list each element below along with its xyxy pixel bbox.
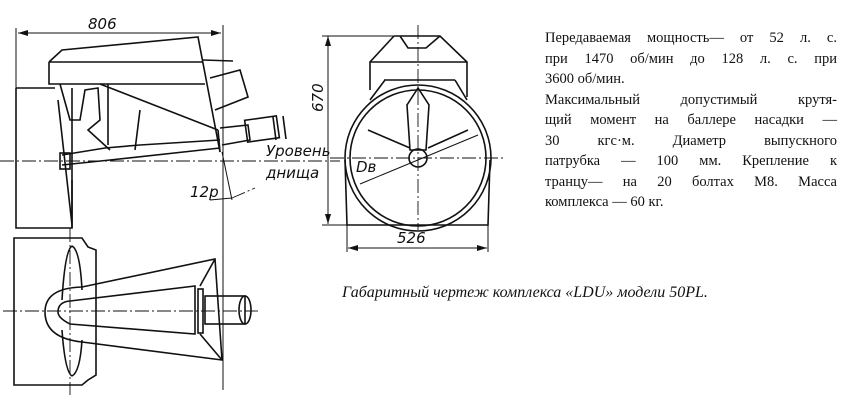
spec-line: Максимальный допустимый крутя- — [545, 91, 837, 108]
spec-line: комплекса — 60 кг. — [545, 194, 664, 210]
side-view: 806 Уровень днища 12р 670 — [0, 15, 395, 390]
top-view — [3, 228, 258, 395]
specification-text: Передаваемая мощность— от 52 л. с. при 1… — [545, 28, 837, 213]
housing-front — [369, 35, 468, 97]
motor-housing — [48, 36, 221, 153]
figure-caption: Габаритный чертеж комплекса «LDU» модели… — [342, 284, 708, 301]
spec-line: 3600 об/мин. — [545, 71, 625, 87]
spec-line: при 1470 об/мин до 128 л. с. при — [545, 50, 837, 67]
exhaust-box — [209, 69, 249, 111]
drive-shaft — [61, 139, 221, 166]
bottom-level-label: Уровень — [266, 142, 331, 160]
nozzle-diameter-label: Dв — [356, 158, 377, 176]
angle-label: 12р — [190, 183, 219, 201]
spec-line: щий момент на баллере насадки — — [545, 112, 837, 128]
transom-plate-top — [13, 237, 97, 386]
transom-plate — [15, 87, 73, 229]
spec-line: транцу— на 20 болтах М8. Масса — [545, 173, 837, 190]
nozzle-cone — [44, 258, 223, 361]
rudder-blades — [61, 245, 83, 377]
dimension-806: 806 — [88, 15, 117, 33]
frame-strut — [99, 83, 221, 153]
dimension-670: 670 — [309, 83, 327, 112]
front-view: Dв 526 — [330, 25, 505, 252]
spec-line: 30 кгс·м. Диаметр выпускного — [545, 132, 837, 149]
bottom-level-label-2: днища — [265, 164, 319, 182]
base-frame — [344, 159, 491, 226]
dimension-526: 526 — [397, 229, 426, 247]
spec-line: патрубка — 100 мм. Крепление к — [545, 153, 837, 169]
spec-line: Передаваемая мощность— от 52 л. с. — [545, 30, 837, 46]
rudder-front — [406, 86, 430, 151]
diameter-line — [359, 134, 479, 185]
